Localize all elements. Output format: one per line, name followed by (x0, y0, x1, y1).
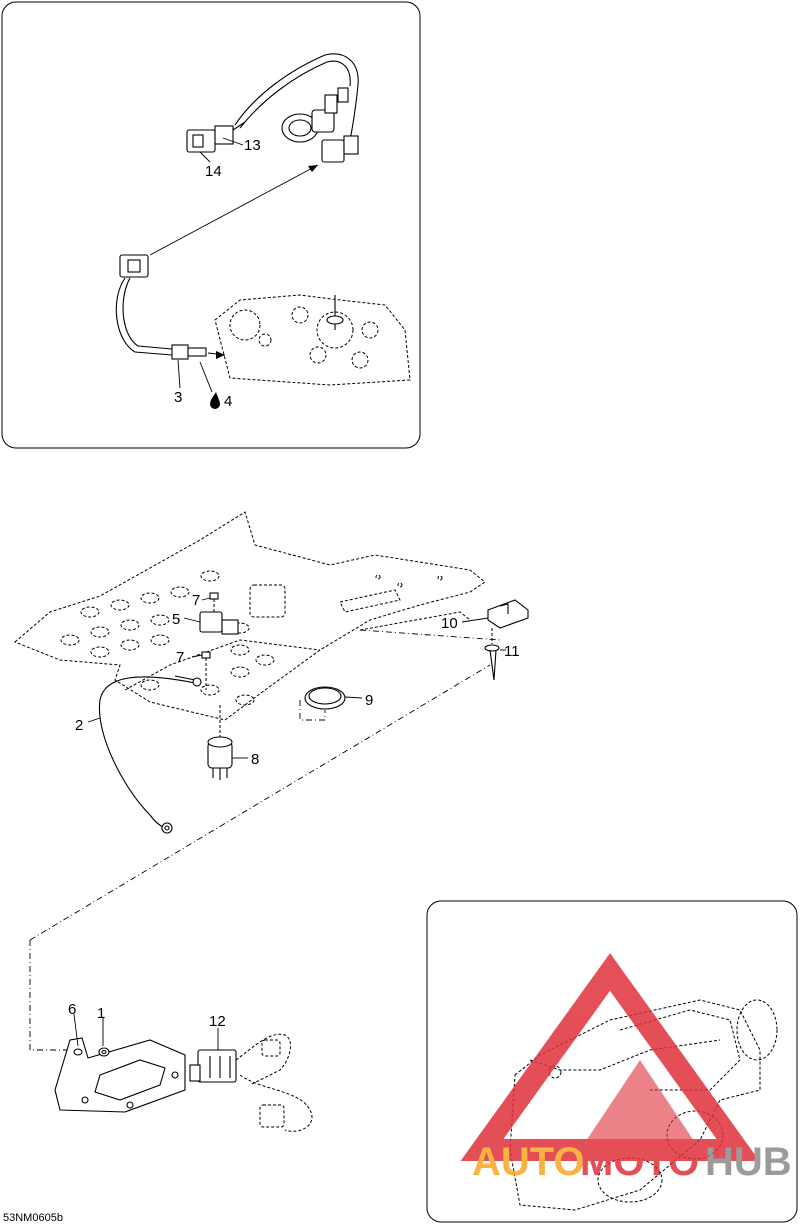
connector-mating (321, 135, 359, 163)
mounting-bracket-6 (54, 1037, 186, 1113)
callout-13: 12 (209, 1013, 226, 1030)
screw-7b (201, 651, 211, 690)
callout-12: 14 (205, 163, 222, 180)
connector-13 (189, 1049, 237, 1083)
watermark-auto: AUTO (472, 1140, 585, 1184)
seal-ring-9 (304, 686, 346, 710)
lubricant-drop-icon (210, 392, 220, 409)
inset-frame-bottom (426, 900, 798, 1223)
callout-6: 6 (68, 1001, 76, 1018)
connector-lower (119, 254, 149, 278)
bracket-10 (487, 599, 529, 629)
sensor-3 (171, 344, 207, 360)
nut-1 (98, 1047, 110, 1057)
inset-frame-top (1, 1, 421, 449)
callout-2: 2 (75, 717, 83, 734)
callout-3: 3 (174, 389, 182, 406)
chassis-plate (14, 511, 486, 721)
watermark-hub: HUB (705, 1140, 792, 1184)
speed-sensor-housing (281, 87, 349, 143)
screw-7a (209, 592, 219, 612)
sensor-wire (115, 277, 173, 356)
callout-14: 13 (244, 137, 261, 154)
watermark-moto: MOTO (580, 1140, 699, 1184)
drawing-code: 53NM0605b (3, 1212, 63, 1224)
pin-11 (484, 644, 500, 681)
connection-arrow (149, 164, 319, 256)
callout-5: 5 (172, 611, 180, 628)
ground-wire-2 (98, 676, 196, 829)
relay-5 (199, 611, 239, 635)
sensor-8 (207, 736, 233, 780)
engine-casing (214, 294, 411, 386)
phantom-line (29, 664, 491, 941)
automotohub-logo: AUTO MOTO HUB (460, 953, 792, 1184)
harness-dashed (235, 1033, 291, 1086)
callout-10: 10 (441, 615, 458, 632)
callout-8: 8 (251, 751, 259, 768)
callout-4: 4 (224, 393, 232, 410)
connector-12 (186, 121, 246, 153)
harness-wire (234, 53, 359, 141)
callout-1: 1 (97, 1005, 105, 1022)
callout-11: 11 (504, 643, 520, 660)
callout-9: 9 (365, 692, 373, 709)
callout-7-upper: 7 (192, 592, 200, 609)
callout-7-lower: 7 (176, 649, 184, 666)
